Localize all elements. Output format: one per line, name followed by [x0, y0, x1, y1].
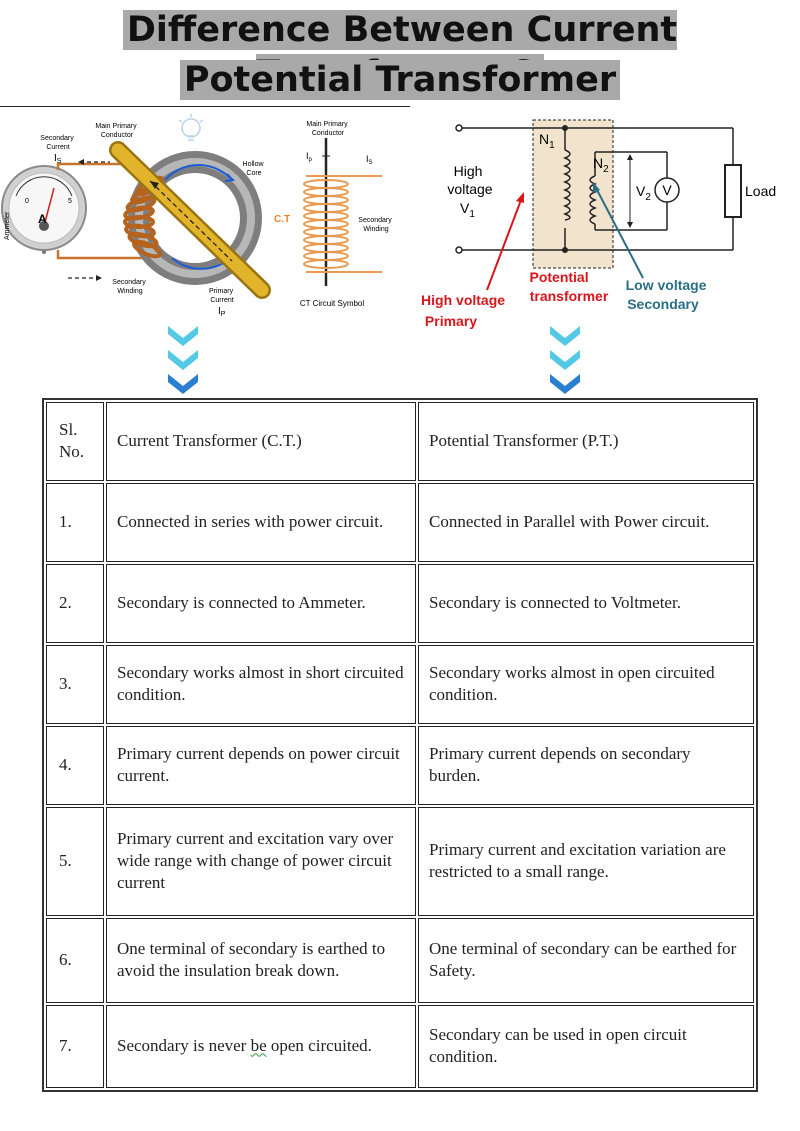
symbol-main-primary-label: Main Primary Conductor [306, 121, 349, 137]
pt-cell: Primary current depends on secondary bur… [418, 725, 754, 805]
ct-circuit-symbol: Main Primary Conductor Ip IS C.T Seconda… [274, 121, 393, 308]
n2-label: N2 [593, 155, 609, 175]
voltmeter-icon [654, 177, 680, 203]
table-row: 1. Connected in series with power circui… [46, 482, 754, 562]
potential-transformer-label: Potential transformer [529, 269, 608, 304]
table-row: 7. Secondary is never be open circuited.… [46, 1004, 754, 1088]
row-number: 5. [46, 806, 104, 916]
comparison-table: Sl. No. Current Transformer (C.T.) Poten… [42, 398, 758, 1092]
pt-cell: Secondary can be used in open circuit co… [418, 1004, 754, 1088]
load-label: Load [745, 183, 776, 199]
table-row: 5. Primary current and excitation vary o… [46, 806, 754, 916]
ct-cell: Connected in series with power circuit. [106, 482, 416, 562]
table-row: 3. Secondary works almost in short circu… [46, 644, 754, 724]
hv-primary-label: High voltage Primary [421, 292, 509, 329]
symbol-coil [303, 175, 382, 273]
spellcheck-underlined-word: be [250, 1036, 267, 1056]
symbol-caption: CT Circuit Symbol [300, 299, 365, 308]
row-number: 1. [46, 482, 104, 562]
chevron-down-icon [168, 326, 198, 394]
pt-cell: Secondary is connected to Voltmeter. [418, 563, 754, 643]
ammeter-letter: A [38, 212, 47, 226]
header-ct: Current Transformer (C.T.) [106, 402, 416, 481]
header-sl-no: Sl. No. [46, 402, 104, 481]
row-number: 2. [46, 563, 104, 643]
ct-cell: Secondary is never be open circuited. [106, 1004, 416, 1088]
table-row: 4. Primary current depends on power circ… [46, 725, 754, 805]
load-resistor [724, 164, 742, 218]
row-number: 6. [46, 917, 104, 1003]
row-number: 4. [46, 725, 104, 805]
page-title-line-2: Potential Transformer [0, 58, 800, 102]
pt-diagram: V Load High voltage V1 N1 N2 V2 High vol… [421, 119, 776, 329]
n1-label: N1 [539, 131, 555, 151]
ct-physical-diagram: 0 A 5 Ammeter Secondary Current IS Main … [1, 114, 271, 318]
row-number: 3. [46, 644, 104, 724]
v1-label: V1 [460, 200, 475, 220]
symbol-ct-label: C.T [274, 214, 290, 225]
symbol-ip: Ip [306, 151, 313, 163]
lightbulb-icon [178, 114, 204, 141]
table-row: 2. Secondary is connected to Ammeter. Se… [46, 563, 754, 643]
chevron-down-icon [550, 326, 580, 394]
high-voltage-label: High voltage [447, 163, 492, 197]
divider-rule [0, 106, 410, 107]
primary-coil [562, 149, 571, 221]
ammeter-label: Ammeter [4, 211, 11, 240]
ammeter-icon [1, 165, 87, 254]
secondary-coil [589, 175, 598, 225]
ct-cell: Primary current depends on power circuit… [106, 725, 416, 805]
lv-secondary-label: Low voltage Secondary [626, 277, 711, 312]
table-row: 6. One terminal of secondary is earthed … [46, 917, 754, 1003]
main-primary-conductor-label: Main Primary Conductor [95, 123, 138, 139]
pt-cell: Connected in Parallel with Power circuit… [418, 482, 754, 562]
hollow-core-label: Hollow Core [243, 161, 266, 177]
dial-zero-label: 0 [25, 198, 29, 205]
ct-cell: Secondary is connected to Ammeter. [106, 563, 416, 643]
primary-current-label: Primary Current [209, 288, 235, 304]
secondary-current-label: Secondary Current [40, 135, 75, 151]
title-text-2: Potential Transformer [179, 60, 621, 100]
v2-label: V2 [636, 183, 651, 203]
row-number: 7. [46, 1004, 104, 1088]
voltmeter-letter: V [662, 182, 672, 198]
ct-cell: One terminal of secondary is earthed to … [106, 917, 416, 1003]
dial-five-label: 5 [68, 198, 72, 205]
symbol-is: IS [366, 154, 373, 166]
pt-cell: Primary current and excitation variation… [418, 806, 754, 916]
pt-cell: Secondary works almost in open circuited… [418, 644, 754, 724]
header-pt: Potential Transformer (P.T.) [418, 402, 754, 481]
ip-symbol: IP [218, 306, 226, 318]
symbol-secondary-winding-label: Secondary Winding [358, 217, 393, 233]
is-symbol: IS [54, 153, 62, 165]
table-header-row: Sl. No. Current Transformer (C.T.) Poten… [46, 402, 754, 481]
secondary-winding-label: Secondary Winding [112, 279, 147, 295]
ct-cell: Primary current and excitation vary over… [106, 806, 416, 916]
pt-cell: One terminal of secondary can be earthed… [418, 917, 754, 1003]
ct-cell: Secondary works almost in short circuite… [106, 644, 416, 724]
